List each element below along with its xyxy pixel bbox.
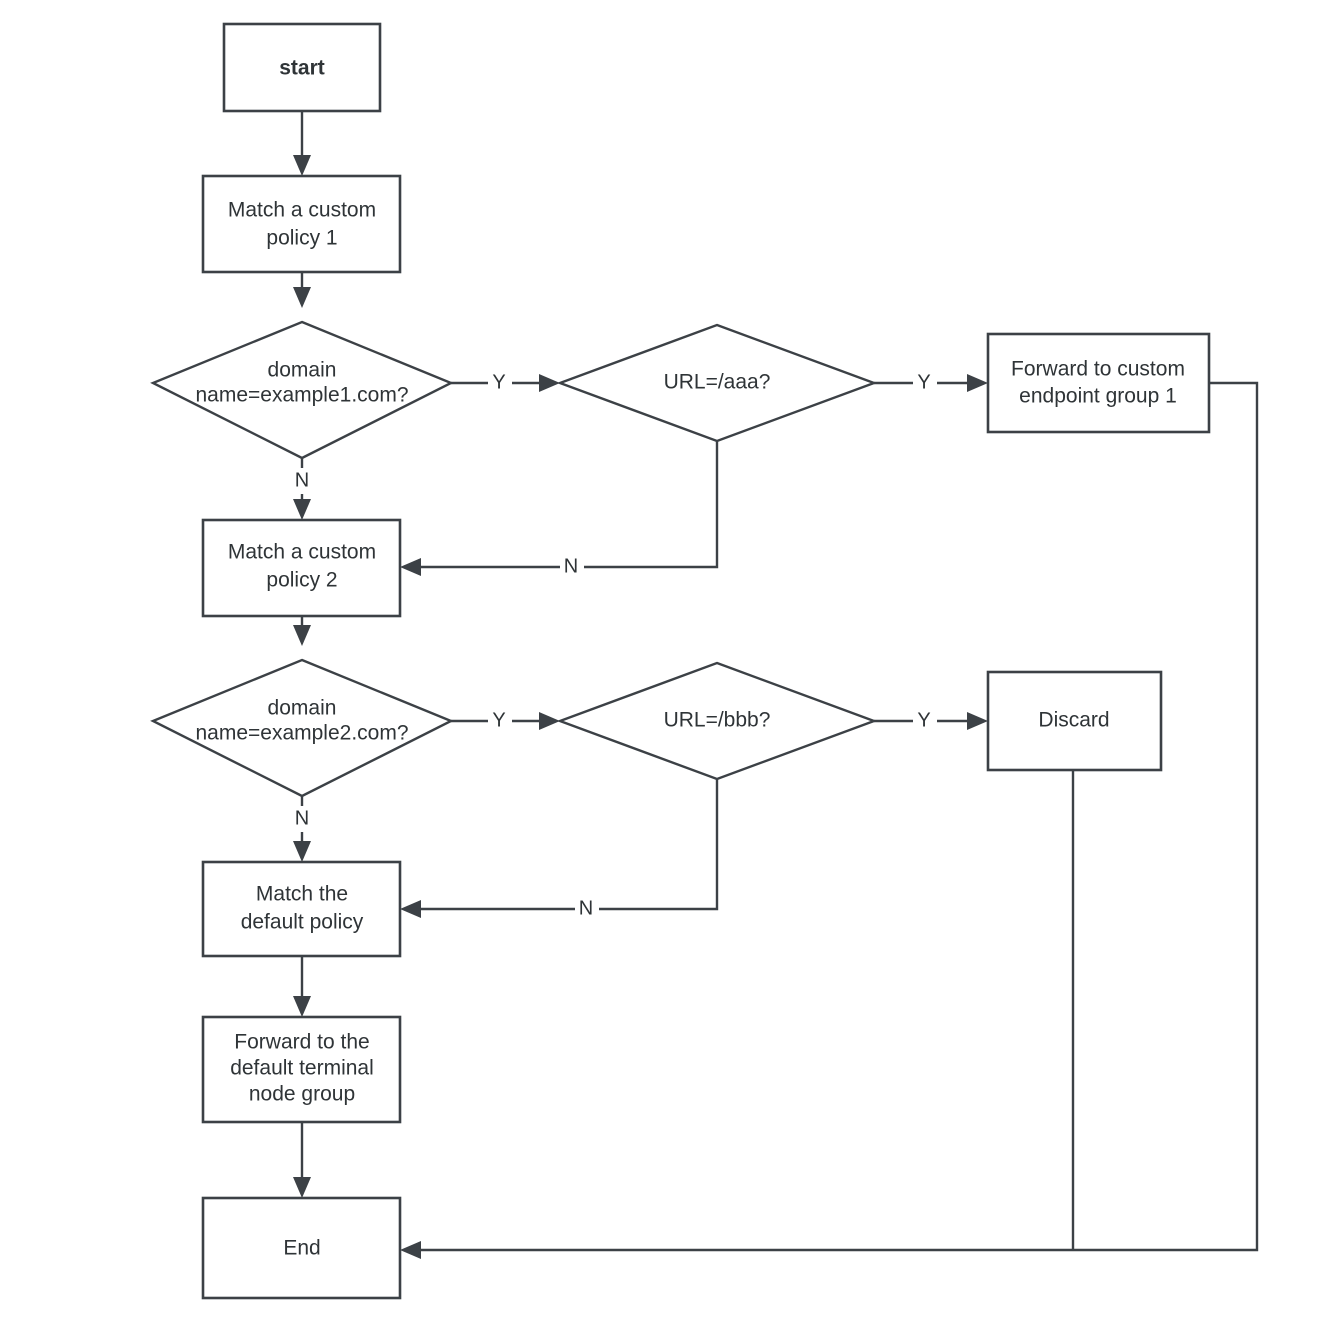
node-domain-example1[interactable]: domain name=example1.com?: [150, 320, 454, 460]
node-urlbbb-shape[interactable]: [556, 661, 878, 781]
node-domain2-label-line1: domain: [268, 697, 337, 720]
node-match-custom-policy-1[interactable]: Match a custom policy 1: [201, 174, 402, 274]
edge-urlaaa-yes-to-forward1: Y: [874, 370, 988, 396]
edge-label-bg: [913, 370, 937, 396]
node-defpolicy-label-line2: default policy: [241, 911, 364, 934]
node-defforward-shape[interactable]: [201, 1015, 402, 1124]
node-forward1-label-line1: Forward to custom: [1011, 358, 1185, 381]
node-discard-shape[interactable]: [986, 670, 1163, 772]
edge-urlbbb-yes-to-discard: Y: [874, 708, 988, 734]
node-urlaaa-label: URL=/aaa?: [664, 371, 771, 394]
edge-defpolicy-to-defforward: [293, 956, 311, 1017]
node-domain2-label-line2: name=example2.com?: [195, 722, 408, 745]
node-policy2-label-line1: Match a custom: [228, 541, 376, 564]
node-forward1-label-line2: endpoint group 1: [1019, 385, 1177, 408]
edge-urlbbb-no-to-defpolicy: N: [400, 779, 719, 922]
node-domain2-shape[interactable]: [150, 658, 454, 798]
edge-label-urlbbb-yes: Y: [917, 709, 930, 731]
edge-label-urlaaa-yes: Y: [917, 371, 930, 393]
node-policy1-shape[interactable]: [201, 174, 402, 274]
node-defpolicy-shape[interactable]: [201, 860, 402, 958]
node-domain1-shape[interactable]: [150, 320, 454, 460]
node-url-bbb[interactable]: URL=/bbb?: [556, 661, 878, 781]
node-policy2-shape[interactable]: [201, 518, 402, 618]
edge-label-bg: [560, 554, 584, 580]
node-end-label: End: [283, 1237, 320, 1260]
node-discard[interactable]: Discard: [986, 670, 1163, 772]
node-match-custom-policy-2[interactable]: Match a custom policy 2: [201, 518, 402, 618]
node-defforward-label-line3: node group: [249, 1083, 355, 1106]
node-forward1-shape[interactable]: [986, 332, 1211, 434]
node-url-aaa[interactable]: URL=/aaa?: [556, 323, 878, 443]
edge-label-urlbbb-no: N: [579, 897, 593, 919]
node-forward-default-terminal-node-group[interactable]: Forward to the default terminal node gro…: [201, 1015, 402, 1124]
node-discard-label: Discard: [1038, 709, 1109, 732]
node-policy2-label-line2: policy 2: [266, 569, 337, 592]
edge-policy1-to-domain1: [293, 272, 311, 308]
edge-policy2-to-domain2: [293, 615, 311, 646]
edge-domain2-no-to-defpolicy: N: [291, 796, 315, 862]
node-policy1-label-line2: policy 1: [266, 227, 337, 250]
node-defpolicy-label-line1: Match the: [256, 883, 348, 906]
edge-domain2-yes-to-urlbbb: Y: [451, 708, 560, 734]
node-end[interactable]: End: [201, 1196, 402, 1300]
node-match-default-policy[interactable]: Match the default policy: [201, 860, 402, 958]
edge-label-domain2-no: N: [295, 807, 309, 829]
edge-label-bg: [291, 806, 315, 832]
edge-urlaaa-no-to-policy2: N: [400, 441, 719, 580]
edge-label-domain1-no: N: [295, 469, 309, 491]
edge-label-bg: [291, 468, 315, 494]
node-end-shape[interactable]: [201, 1196, 402, 1300]
edge-label-bg: [575, 896, 599, 922]
node-start-shape[interactable]: [222, 22, 382, 113]
edge-label-domain2-yes: Y: [492, 709, 505, 731]
node-forward-custom-endpoint-group-1[interactable]: Forward to custom endpoint group 1: [986, 332, 1211, 434]
node-policy1-label-line1: Match a custom: [228, 199, 376, 222]
node-domain1-label-line2: name=example1.com?: [195, 384, 408, 407]
edge-label-urlaaa-no: N: [564, 555, 578, 577]
node-defforward-label-line1: Forward to the: [234, 1031, 369, 1054]
edge-forward1-to-end: [400, 381, 1259, 1259]
edge-label-bg: [913, 708, 937, 734]
edge-label-domain1-yes: Y: [492, 371, 505, 393]
edge-domain1-no-to-policy2: N: [291, 458, 315, 520]
node-defforward-label-line2: default terminal: [230, 1057, 374, 1080]
edge-start-to-policy1: [293, 111, 311, 176]
node-domain1-label-line1: domain: [268, 359, 337, 382]
node-urlbbb-label: URL=/bbb?: [664, 709, 771, 732]
edge-label-bg: [488, 370, 512, 396]
edge-domain1-yes-to-urlaaa: Y: [451, 370, 560, 396]
edge-defforward-to-end: [293, 1122, 311, 1198]
node-start-label: start: [279, 57, 325, 80]
node-urlaaa-shape[interactable]: [556, 323, 878, 443]
node-start[interactable]: start: [222, 22, 382, 113]
edge-label-bg: [488, 708, 512, 734]
node-domain-example2[interactable]: domain name=example2.com?: [150, 658, 454, 798]
